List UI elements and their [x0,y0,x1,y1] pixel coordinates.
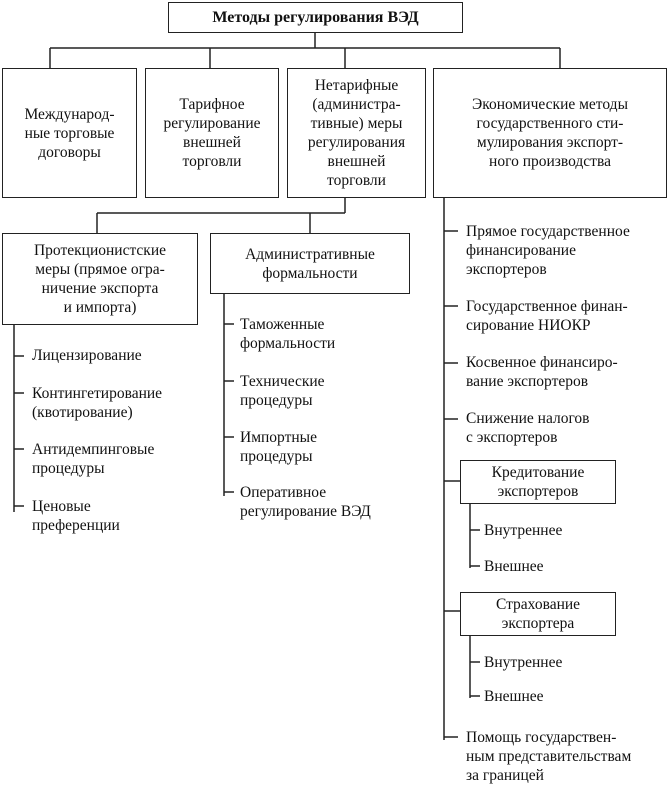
protectionist-item: Контингетирование(квотирование) [32,385,163,421]
economic-item-last: Помощь государствен-ным представительств… [466,729,632,784]
root-box: Методы регулирования ВЭД [168,2,463,33]
protectionist-item: Лицензирование [32,347,142,364]
insurance-external: Внешнее [484,688,544,705]
crediting-external: Внешнее [484,558,544,575]
economic-item: Государственное финан-сирование НИОКР [466,298,628,334]
economic-item: Косвенное финансиро-вание экспортеров [466,354,618,390]
insurance-internal: Внутреннее [484,654,563,671]
crediting-internal: Внутреннее [484,522,563,539]
root-title: Методы регулирования ВЭД [212,9,419,26]
